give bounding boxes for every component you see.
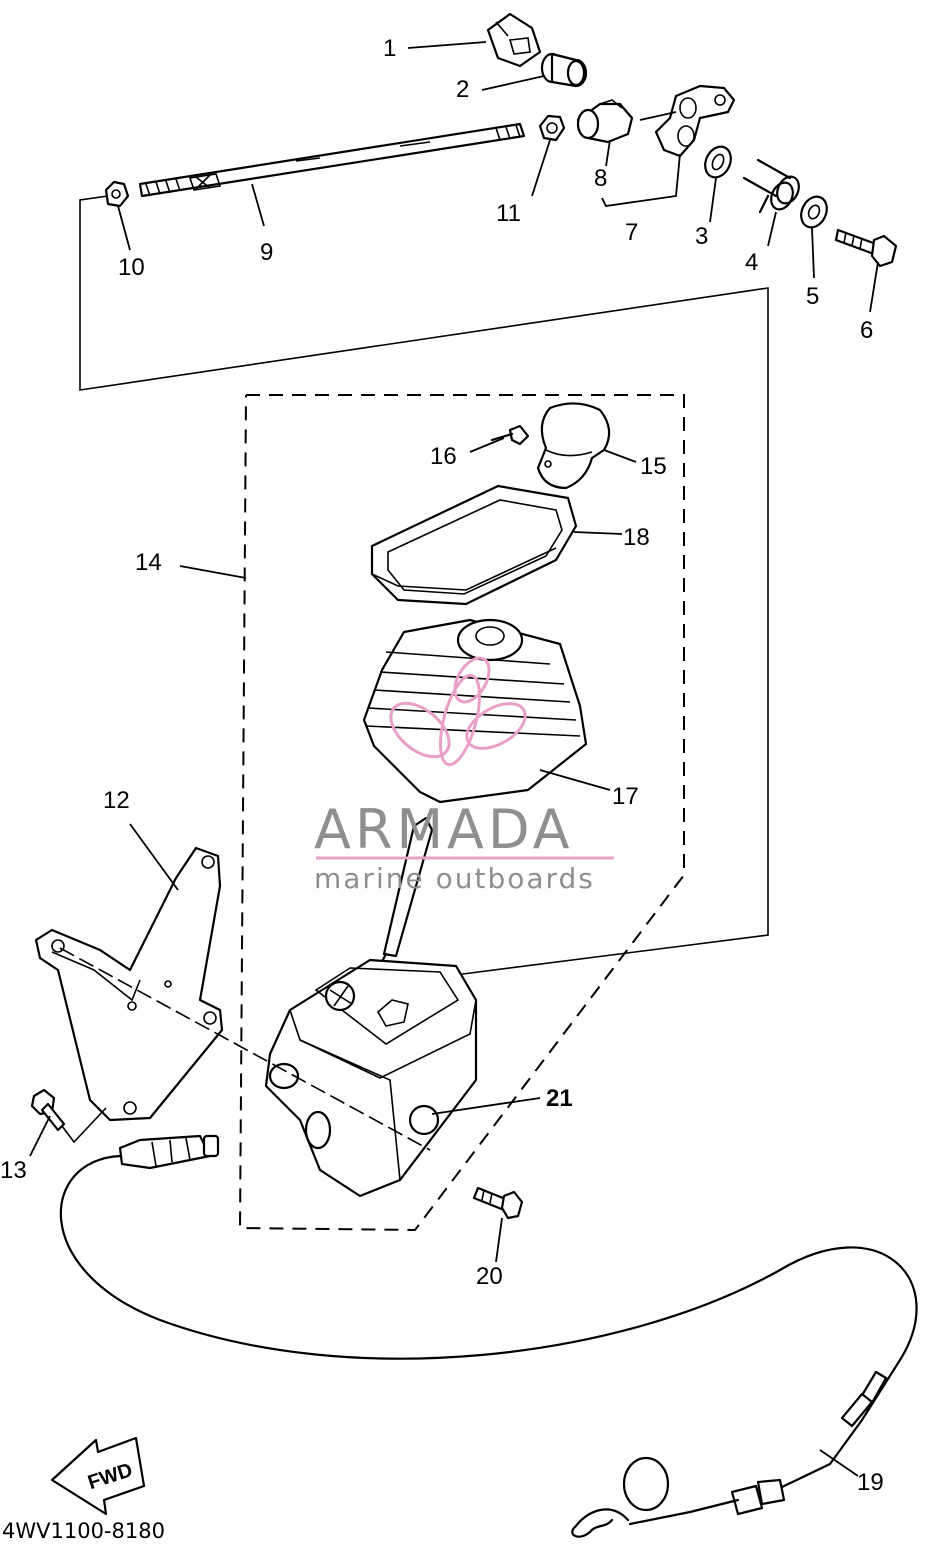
watermark-logo-mark [389, 656, 527, 767]
part-1-clip [486, 12, 542, 68]
part-15-knob [536, 402, 611, 490]
part-3-washer [704, 145, 732, 179]
part-18-frame [370, 484, 578, 606]
watermark-tagline: marine outboards [314, 862, 595, 895]
part-16-screw [490, 424, 530, 446]
watermark-brand: ARMADA [314, 798, 574, 861]
callout-12: 12 [103, 787, 130, 814]
callout-labels: 1 2 3 4 5 6 7 8 9 10 11 12 13 14 15 16 1… [0, 35, 884, 1496]
part-12-bracket [34, 846, 431, 1151]
shift-unit-dashed-outline [238, 394, 685, 1232]
callout-2: 2 [456, 76, 469, 103]
part-2-bushing [540, 52, 588, 88]
part-17-boot [362, 618, 588, 804]
callout-1: 1 [383, 35, 396, 62]
callout-8: 8 [594, 165, 607, 192]
callout-15: 15 [640, 453, 667, 480]
part-4-spring [742, 158, 800, 214]
part-11-nut [538, 114, 566, 142]
callout-7: 7 [625, 219, 638, 246]
part-7-lever [654, 84, 736, 158]
callout-5: 5 [806, 283, 819, 310]
fwd-arrow: FWD [50, 1436, 146, 1516]
callout-20: 20 [476, 1263, 503, 1290]
callout-18: 18 [623, 524, 650, 551]
part-10-nut [104, 180, 130, 208]
callout-4: 4 [745, 249, 758, 276]
callout-16: 16 [430, 443, 457, 470]
part-9-rod [138, 122, 526, 198]
callout-11: 11 [496, 200, 521, 227]
part-5-washer [800, 195, 828, 229]
part-19-cable [59, 1134, 918, 1538]
shift-unit-group [179, 394, 685, 1263]
upper-linkage-group [79, 12, 898, 976]
callout-21: 21 [546, 1085, 573, 1112]
upper-group-outline [79, 195, 769, 976]
callout-9: 9 [260, 239, 273, 266]
part-13-bolt [30, 1088, 107, 1144]
callout-10: 10 [118, 254, 145, 281]
part-8-joint [576, 99, 634, 144]
armada-watermark: ARMADA marine outboards [314, 656, 614, 895]
part-21-shift-box [264, 958, 478, 1198]
callout-17: 17 [612, 783, 639, 810]
diagram-code: 4WV1100-8180 [2, 1519, 165, 1543]
callout-6: 6 [860, 317, 873, 344]
callout-13: 13 [0, 1157, 27, 1184]
callout-19: 19 [857, 1469, 884, 1496]
part-6-bolt [834, 228, 898, 268]
callout-14: 14 [135, 549, 162, 576]
part-20-bolt [472, 1186, 524, 1220]
callout-3: 3 [695, 223, 708, 250]
